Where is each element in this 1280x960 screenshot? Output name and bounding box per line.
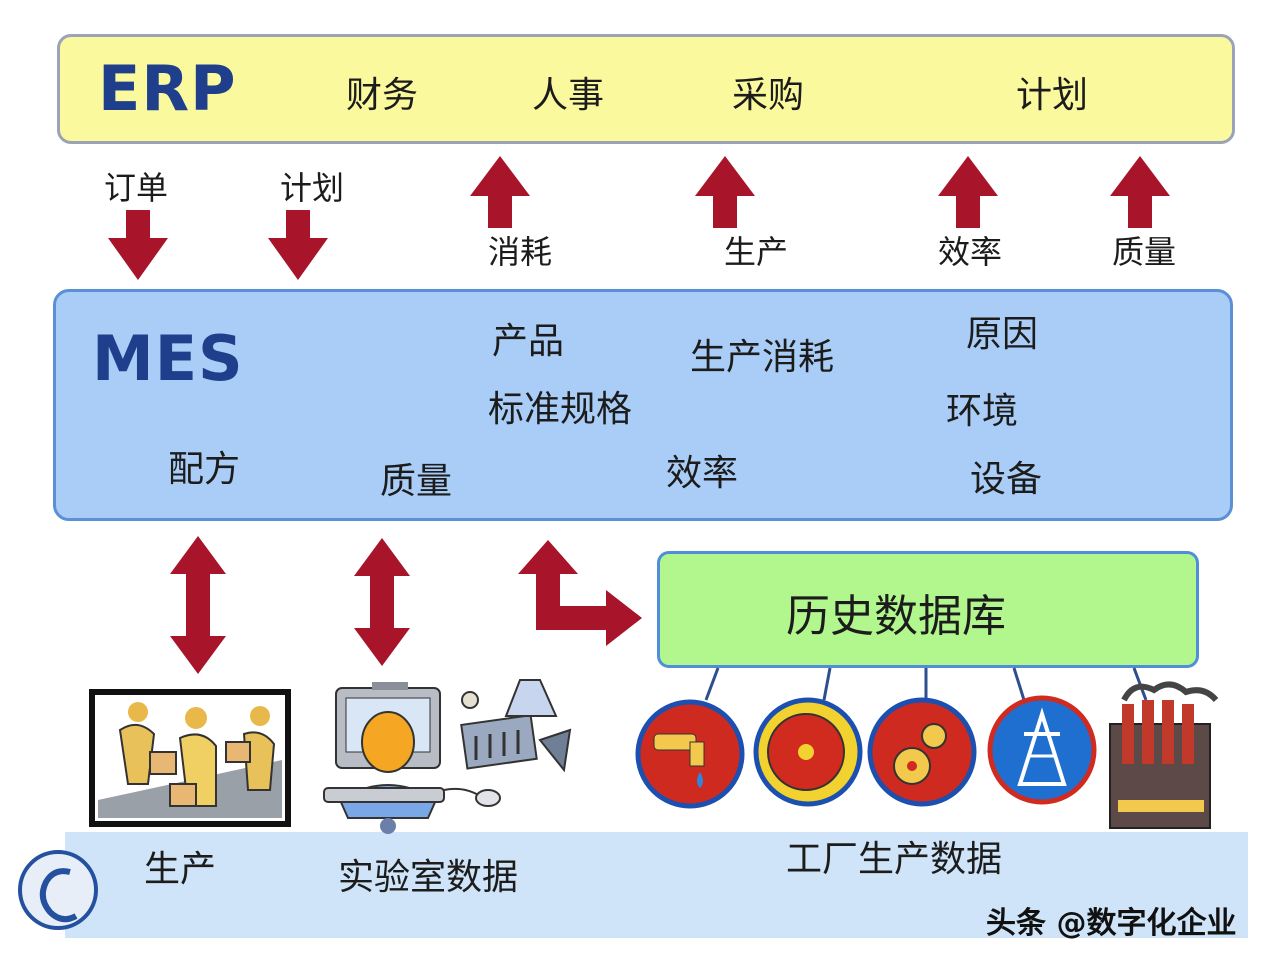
mes-term-equipment: 设备 <box>970 459 1043 500</box>
arrow-up-production <box>695 156 755 228</box>
mes-term-environment: 环境 <box>946 391 1019 432</box>
mes-box <box>53 289 1233 521</box>
arrow-up-consumption <box>470 156 530 228</box>
workers-icon <box>89 689 291 827</box>
watermark-text: 头条 @数字化企业 <box>986 906 1237 941</box>
gear-icon <box>867 697 977 807</box>
company-logo-mark <box>39 868 78 923</box>
alarm-bell-icon <box>753 697 863 807</box>
bottom-label-production: 生产 <box>144 849 217 890</box>
factory-icon <box>1109 681 1219 829</box>
bottom-data-band <box>65 832 1248 938</box>
arrow-down-plan <box>268 210 328 280</box>
flow-label-order: 订单 <box>104 169 169 207</box>
lab-tools-icon <box>460 679 572 773</box>
history-database-box <box>657 551 1199 668</box>
flow-label-production: 生产 <box>724 233 789 271</box>
mes-term-cause: 原因 <box>966 314 1039 355</box>
arrow-double-production <box>170 536 226 674</box>
mes-title: MES <box>92 322 244 395</box>
erp-box <box>57 34 1235 144</box>
arrow-elbow-history <box>518 540 642 646</box>
history-database-label: 历史数据库 <box>786 591 1006 642</box>
history-connectors <box>704 667 1148 701</box>
mes-term-product: 产品 <box>492 321 565 362</box>
flow-label-efficiency: 效率 <box>938 233 1003 271</box>
erp-item-planning: 计划 <box>1016 75 1089 116</box>
arrow-down-order <box>108 210 168 280</box>
power-tower-icon <box>987 695 1097 805</box>
flow-label-plan: 计划 <box>280 169 345 207</box>
erp-item-hr: 人事 <box>532 75 605 116</box>
bottom-label-lab-data: 实验室数据 <box>338 857 519 898</box>
arrow-up-efficiency <box>938 156 998 228</box>
erp-title: ERP <box>98 52 237 125</box>
mes-term-consumption: 生产消耗 <box>690 337 835 378</box>
mes-term-recipe: 配方 <box>168 449 241 490</box>
arrow-up-quality <box>1110 156 1170 228</box>
bottom-label-factory-data: 工厂生产数据 <box>786 839 1003 880</box>
flow-label-consumption: 消耗 <box>488 233 553 271</box>
mes-term-standard: 标准规格 <box>488 389 633 430</box>
mes-term-efficiency: 效率 <box>666 453 739 494</box>
water-tap-icon <box>635 699 745 809</box>
erp-item-finance: 财务 <box>346 75 419 116</box>
computer-user-icon <box>323 682 501 834</box>
arrow-double-lab <box>354 538 410 666</box>
flow-label-quality: 质量 <box>1112 233 1177 271</box>
mes-term-quality: 质量 <box>380 461 453 502</box>
erp-item-purchasing: 采购 <box>732 75 805 116</box>
